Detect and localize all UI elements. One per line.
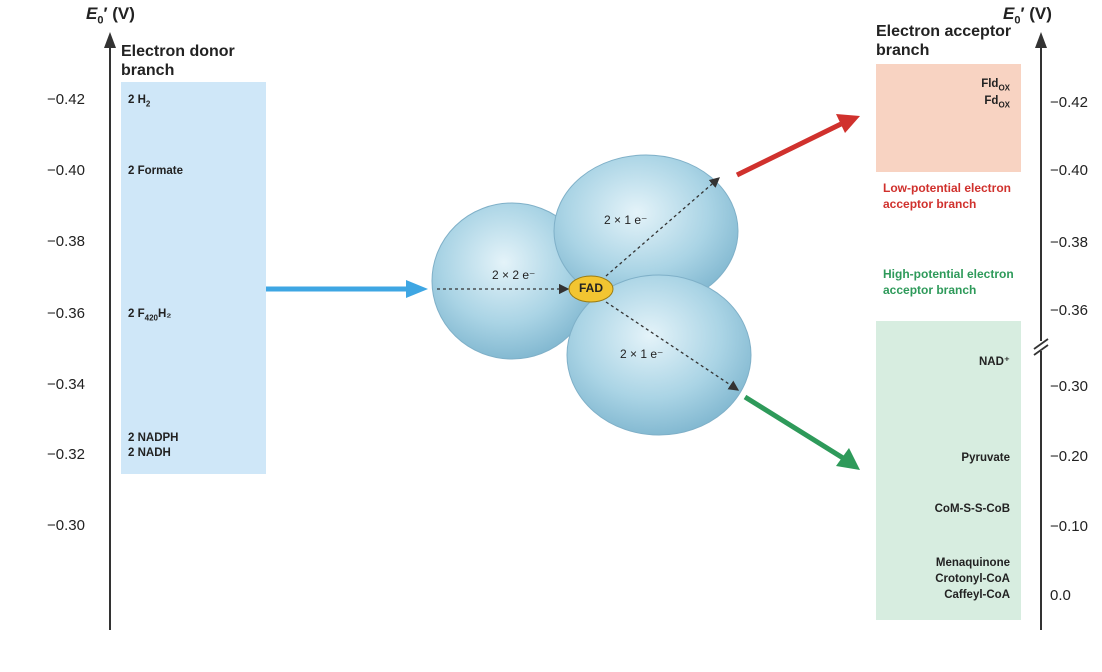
left-tick: −0.38 [47,233,85,250]
low-potential-box [876,64,1021,172]
right-tick: −0.20 [1050,448,1088,465]
acceptor-item-nad: NAD⁺ [979,356,1010,368]
high-potential-box [876,321,1021,620]
right-tick: −0.10 [1050,518,1088,535]
right-tick: −0.30 [1050,378,1088,395]
acceptor-item-caffeyl-coa: Caffeyl-CoA [944,589,1010,601]
donor-item-f420h2: 2 F420H₂ [128,308,172,323]
left-axis-title: E0′ (V) [86,4,135,27]
acceptor-item-fd-ox: FdOX [984,95,1010,110]
acceptor-item-fld-ox: FldOX [981,78,1010,93]
high-electron-label: 2 × 1 e⁻ [620,347,664,361]
donor-item-h2: 2 H2 [128,94,151,109]
donor-item-nadph: 2 NADPH [128,432,179,444]
left-tick: −0.36 [47,305,85,322]
fad-cofactor [568,275,614,303]
low-electron-label: 2 × 1 e⁻ [604,213,648,227]
left-tick: −0.34 [47,376,85,393]
low-electron-path [605,177,720,277]
left-tick: −0.40 [47,162,85,179]
donor-branch-box [121,82,266,474]
right-tick: 0.0 [1050,587,1071,604]
left-tick: −0.42 [47,91,85,108]
right-axis-title: E0′ (V) [1003,4,1052,27]
donor-item-formate: 2 Formate [128,165,183,177]
double-slash-break-icon [1033,338,1049,356]
donor-item-nadh: 2 NADH [128,447,171,459]
high-potential-arrow [743,394,860,470]
acceptor-item-crotonyl-coa: Crotonyl-CoA [935,573,1010,585]
acceptor-item-pyruvate: Pyruvate [961,452,1010,464]
acceptor-item-com-s-s-cob: CoM-S-S-CoB [934,503,1010,515]
acceptor-item-menaquinone: Menaquinone [935,557,1010,569]
low-potential-arrow [735,114,860,178]
left-tick: −0.30 [47,517,85,534]
right-tick: −0.36 [1050,302,1088,319]
left-axis-arrowhead [104,32,116,48]
donor-arrow [266,280,428,298]
fad-label: FAD [579,281,603,295]
right-tick: −0.42 [1050,94,1088,111]
donor-branch-title: Electron donor branch [121,43,235,79]
acceptor-branch-title: Electron acceptor branch [876,23,1012,59]
right-tick: −0.40 [1050,162,1088,179]
high-electron-path [605,301,740,391]
left-tick: −0.32 [47,446,85,463]
high-potential-label: High-potential electron acceptor branch [883,267,1014,297]
low-potential-label: Low-potential electron acceptor branch [883,181,1012,211]
donor-electron-label: 2 × 2 e⁻ [492,268,536,282]
right-tick: −0.38 [1050,234,1088,251]
right-axis-arrowhead [1035,32,1047,48]
